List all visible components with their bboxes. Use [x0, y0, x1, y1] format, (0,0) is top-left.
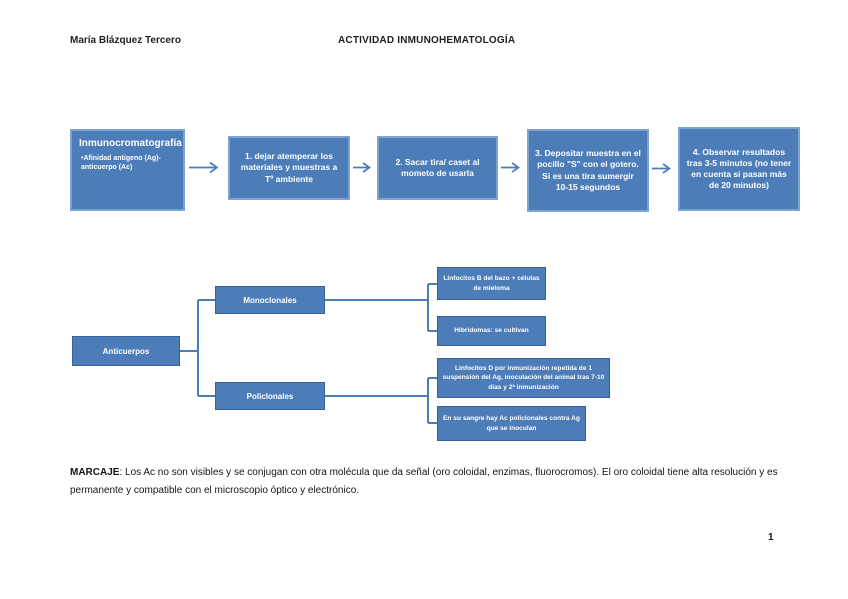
flow-step-text: 4. Observar resultados tras 3-5 minutos … [686, 146, 792, 191]
flow-step-4: 4. Observar resultados tras 3-5 minutos … [678, 127, 800, 211]
tree-leaf-label: En su sangre hay Ac policlonales contra … [443, 414, 580, 432]
tree-node-label: Anticuerpos [102, 346, 150, 356]
flow-step-text: 1. dejar atemperar los materiales y mues… [240, 151, 338, 184]
arrow-right-icon [353, 162, 371, 173]
page-number: 1 [768, 532, 774, 543]
tree-node-policlonales: Policlonales [215, 382, 325, 410]
document-title: ACTIVIDAD INMUNOHEMATOLOGÍA [338, 35, 516, 46]
tree-node-anticuerpos: Anticuerpos [72, 336, 180, 366]
tree-leaf-sangre-ac: En su sangre hay Ac policlonales contra … [437, 406, 586, 441]
tree-leaf-label: Linfocitos D por inmunización repetida d… [442, 364, 605, 391]
marcaje-label: MARCAJE [70, 467, 120, 478]
flow-step-3: 3. Depositar muestra en el pocillo "S" c… [527, 129, 649, 212]
tree-node-monoclonales: Monoclonales [215, 286, 325, 314]
tree-leaf-label: Linfocitos B del bazo + células de mielo… [443, 274, 540, 292]
tree-leaf-linfocitos-b: Linfocitos B del bazo + células de mielo… [437, 267, 546, 300]
arrow-right-icon [501, 162, 520, 173]
flow-step-bullet: •Afinidad antigeno (Ag)-anticuerpo (Ac) [81, 155, 161, 172]
tree-leaf-linfocitos-d: Linfocitos D por inmunización repetida d… [437, 358, 610, 398]
flow-step-2: 2. Sacar tira/ caset al mometo de usarla [377, 136, 498, 200]
flow-step-inmunocromatografia: Inmunocromatografía •Afinidad antigeno (… [70, 129, 185, 211]
flow-step-title: Inmunocromatografía [79, 138, 182, 149]
marcaje-paragraph: MARCAJE: Los Ac no son visibles y se con… [70, 464, 803, 500]
tree-leaf-label: Hibridomas: se cultivan [454, 327, 529, 335]
tree-node-label: Monoclonales [243, 295, 297, 305]
flow-step-1: 1. dejar atemperar los materiales y mues… [228, 136, 350, 200]
tree-node-label: Policlonales [246, 391, 294, 401]
tree-leaf-hibridomas: Hibridomas: se cultivan [437, 316, 546, 346]
flow-step-text: 3. Depositar muestra en el pocillo "S" c… [535, 148, 641, 192]
arrow-right-icon [189, 161, 219, 174]
arrow-right-icon [652, 163, 671, 174]
author-name: María Blázquez Tercero [70, 35, 181, 46]
flow-step-text: 2. Sacar tira/ caset al mometo de usarla [395, 156, 480, 178]
marcaje-text: : Los Ac no son visibles y se conjugan c… [70, 467, 778, 496]
